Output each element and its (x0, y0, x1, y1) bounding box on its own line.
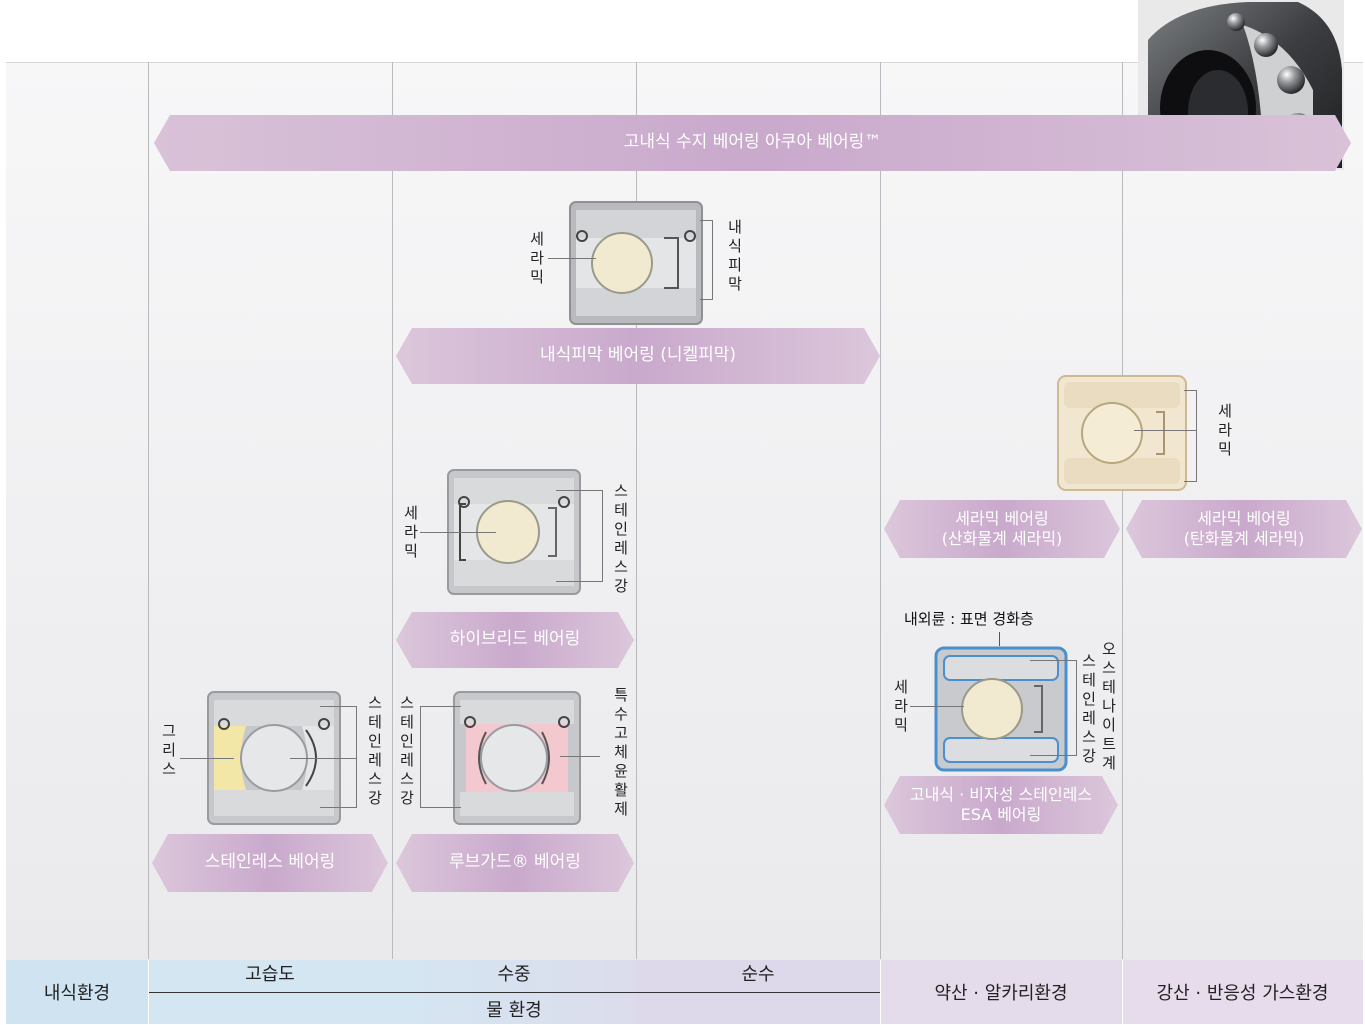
nickel-coating-label: 내식피막 베어링 (니켈피막) (540, 345, 736, 366)
bracket-line (700, 220, 713, 300)
esa-bearing-label-1: 고내식 · 비자성 스테인레스 (910, 785, 1092, 805)
ceramic-carbide-label-2: (탄화물계 세라믹) (1184, 529, 1305, 549)
lubguard-bearing-label: 루브가드® 베어링 (449, 852, 581, 873)
leader-line (560, 756, 600, 757)
lubguard-bearing-arrow: 루브가드® 베어링 (396, 834, 634, 892)
stainless-label-hybrid: 스테인레스강 (612, 482, 630, 596)
nickel-coating-arrow: 내식피막 베어링 (니켈피막) (396, 328, 880, 384)
axis-underwater: 수중 (392, 958, 636, 988)
bracket-line (556, 490, 603, 582)
nickel-bearing-diagram (568, 200, 704, 326)
axis-pure-water: 순수 (636, 958, 880, 988)
axis-high-humidity: 고습도 (148, 958, 392, 988)
aqua-bearing-arrow: 고내식 수지 베어링 아쿠아 베어링™ (154, 115, 1351, 171)
bracket-line (1184, 390, 1197, 482)
aqua-bearing-label: 고내식 수지 베어링 아쿠아 베어링™ (624, 132, 882, 153)
ceramic-label-esa: 세라믹 (892, 678, 910, 735)
ceramic-oxide-arrow: 세라믹 베어링(산화물계 세라믹) (884, 500, 1120, 558)
austenitic-label: 오스테나이트계 (1100, 640, 1118, 773)
ceramic-label-right: 세라믹 (1216, 402, 1234, 459)
ceramic-carbide-label-1: 세라믹 베어링 (1184, 509, 1305, 529)
column-divider (392, 62, 393, 959)
leader-line (420, 532, 496, 533)
leader-line (999, 632, 1000, 646)
axis-strong-acid: 강산 · 반응성 가스환경 (1122, 960, 1363, 1024)
column-divider (1122, 62, 1123, 959)
axis-water-env: 물 환경 (148, 993, 880, 1024)
ceramic-label-hybrid: 세라믹 (402, 504, 420, 561)
solid-lube-label: 특수고체윤활제 (612, 686, 630, 819)
coating-label: 내식피막 (726, 218, 744, 294)
leader-line (548, 258, 596, 259)
stainless-label-esa: 스테인레스강 (1080, 652, 1098, 766)
leader-line (1134, 430, 1196, 431)
bracket-line (1030, 660, 1077, 756)
ceramic-oxide-label-1: 세라믹 베어링 (942, 509, 1063, 529)
column-divider (148, 62, 149, 959)
lubguard-bearing-diagram (452, 690, 582, 826)
grease-label: 그리스 (160, 722, 178, 779)
ceramic-bearing-diagram (1056, 374, 1188, 492)
hybrid-bearing-arrow: 하이브리드 베어링 (396, 612, 634, 668)
axis-weak-acid: 약산 · 알카리환경 (880, 960, 1122, 1024)
ceramic-carbide-arrow: 세라믹 베어링(탄화물계 세라믹) (1126, 500, 1362, 558)
stainless-label-stainless: 스테인레스강 (366, 694, 384, 808)
column-divider (636, 62, 637, 959)
ceramic-oxide-label-2: (산화물계 세라믹) (942, 529, 1063, 549)
stainless-bearing-label: 스테인레스 베어링 (205, 852, 336, 873)
ceramic-label-nickel: 세라믹 (528, 230, 546, 287)
stainless-label-lubguard: 스테인레스강 (398, 694, 416, 808)
surface-hardened-label: 내외륜 : 표면 경화층 (904, 608, 1034, 629)
leader-line (180, 758, 234, 759)
column-divider (880, 62, 881, 959)
esa-bearing-label-2: ESA 베어링 (910, 805, 1092, 825)
leader-line (910, 706, 964, 707)
bracket-line (320, 706, 357, 808)
stainless-bearing-arrow: 스테인레스 베어링 (152, 834, 388, 892)
bracket-line (420, 706, 461, 808)
hybrid-bearing-label: 하이브리드 베어링 (450, 629, 581, 650)
axis-corrosion-env: 내식환경 (6, 960, 148, 1024)
